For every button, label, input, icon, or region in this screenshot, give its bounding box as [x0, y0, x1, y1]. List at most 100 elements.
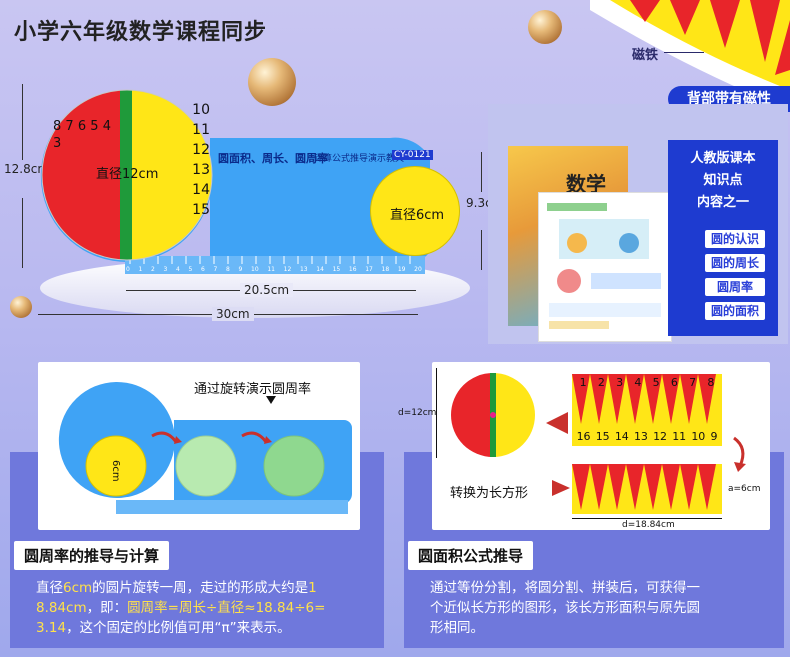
topic-pi: 圆周率 — [705, 278, 765, 296]
disc-number: 14 — [192, 182, 210, 198]
height-arrow-bottom — [22, 198, 23, 268]
area-section-description: 通过等份分割，将圆分割、拼装后，可获得一 个近似长方形的图形，该长方形面积与原先… — [430, 578, 780, 638]
convert-label: 转换为长方形 — [450, 486, 529, 501]
pi-section-title: 圆周率的推导与计算 — [14, 541, 170, 570]
strip-number: 14 — [614, 430, 629, 443]
ruler-tick: 0 — [126, 266, 130, 273]
desc-text: 的圆片旋转一周，走过的形成大约是 — [92, 580, 309, 596]
ruler-tick: 19 — [397, 266, 406, 273]
ruler-tick: 16 — [348, 266, 357, 273]
topic-circle-area: 圆的面积 — [705, 302, 765, 320]
big-disc-label: 直径12cm — [96, 167, 159, 182]
strip-number: 8 — [707, 376, 715, 389]
ruler-tick: 6 — [201, 266, 205, 273]
strip-number: 3 — [616, 376, 624, 389]
small-disc-label: 直径6cm — [390, 208, 445, 223]
ruler-title: 圆面积、周长、圆周率 — [218, 152, 328, 165]
ruler-subtitle: 计算公式推导演示教具 — [314, 154, 405, 164]
ruler-tick: 13 — [299, 266, 308, 273]
textbook-illustration — [547, 203, 661, 329]
strip-number: 1 — [579, 376, 587, 389]
small-height-arrow-top — [481, 152, 482, 192]
area-strip-bottom-image — [572, 464, 722, 514]
strip-number: 16 — [576, 430, 591, 443]
disc-number: 7 — [65, 119, 74, 134]
gold-ball-decoration — [248, 58, 296, 106]
desc-text: 直径 — [36, 580, 63, 596]
ruler-code: CY-0121 — [392, 150, 433, 160]
desc-text: ，即： — [86, 600, 128, 616]
disc-number: 13 — [192, 162, 210, 178]
ruler-tick: 14 — [316, 266, 324, 273]
strip-number: 7 — [689, 376, 697, 389]
ruler-width-dimension: 20.5cm — [240, 283, 294, 297]
height-arrow-top — [22, 84, 23, 160]
disc-number: 10 — [192, 102, 210, 118]
area-diameter-label: d=12cm — [398, 408, 437, 418]
width-line — [572, 518, 722, 519]
small-disc — [370, 166, 460, 256]
width-label: d=18.84cm — [622, 520, 675, 530]
ruler-tick: 2 — [151, 266, 155, 273]
gold-ball-decoration — [10, 296, 32, 318]
strip-number: 9 — [710, 430, 718, 443]
textbook-page — [538, 192, 672, 342]
height-dimension: 12.8cm — [4, 162, 50, 176]
strip-number: 10 — [691, 430, 706, 443]
height-a-label: a=6cm — [728, 484, 761, 494]
magnet-pointer-line — [664, 52, 704, 53]
ruler-tick: 8 — [226, 266, 230, 273]
ruler-tick: 12 — [283, 266, 292, 273]
right-arrow-icon — [552, 480, 570, 496]
desc-highlight: 8.84cm — [36, 600, 87, 616]
strip-number: 4 — [634, 376, 642, 389]
page-title: 小学六年级数学课程同步 — [14, 20, 268, 45]
desc-highlight: 圆周率=周长÷直径≈18.84÷6= — [127, 600, 326, 616]
disc-number: 4 — [102, 119, 111, 134]
desc-line: 形相同。 — [430, 620, 484, 636]
strip-number: 2 — [597, 376, 605, 389]
strip-number: 6 — [670, 376, 678, 389]
disc-number: 8 — [53, 119, 62, 134]
ruler-tick: 17 — [365, 266, 373, 273]
big-disc-numbers-right: 10 11 12 13 14 15 — [144, 100, 210, 220]
ruler-tick: 1 — [138, 266, 143, 273]
heading-line: 知识点 — [703, 173, 743, 188]
strip-number: 13 — [633, 430, 648, 443]
desc-highlight: 6cm — [63, 580, 93, 596]
left-arrow-icon — [546, 412, 568, 434]
small-height-arrow-bottom — [481, 230, 482, 270]
disc-number: 12 — [192, 142, 210, 158]
disc-number: 6 — [77, 119, 87, 134]
pi-disc-diameter-label: 6cm — [110, 460, 121, 482]
magnet-strip-image — [590, 0, 790, 110]
strip-number: 5 — [652, 376, 660, 389]
strip-number: 12 — [653, 430, 668, 443]
area-strip-top-image — [572, 374, 722, 446]
magnet-corner — [590, 0, 790, 110]
desc-text: ，这个固定的比例值可用“π”来表示。 — [66, 620, 291, 636]
ruler-tick: 20 — [414, 266, 422, 273]
pi-demo-board-image — [58, 381, 352, 514]
disc-number: 3 — [53, 136, 62, 151]
pi-section-description: 直径6cm的圆片旋转一周，走过的形成大约是1 8.84cm，即：圆周率=周长÷直… — [36, 578, 376, 638]
caption-down-arrow — [266, 396, 276, 404]
disc-number: 11 — [192, 122, 210, 138]
ruler-tick: 7 — [213, 266, 218, 273]
disc-number: 5 — [90, 119, 99, 134]
strip-number: 11 — [672, 430, 687, 443]
ruler-tick: 9 — [238, 266, 243, 273]
topic-circumference: 圆的周长 — [705, 254, 765, 272]
desc-highlight: 3.14 — [36, 620, 67, 636]
disc-number: 15 — [192, 202, 210, 218]
ruler-tick: 5 — [188, 266, 193, 273]
curve-down-arrow-icon — [733, 436, 746, 472]
gold-ball-decoration — [528, 10, 562, 44]
desc-line: 通过等份分割，将圆分割、拼装后，可获得一 — [430, 580, 700, 596]
desc-highlight: 1 — [308, 580, 317, 596]
ruler-tick: 3 — [163, 266, 168, 273]
